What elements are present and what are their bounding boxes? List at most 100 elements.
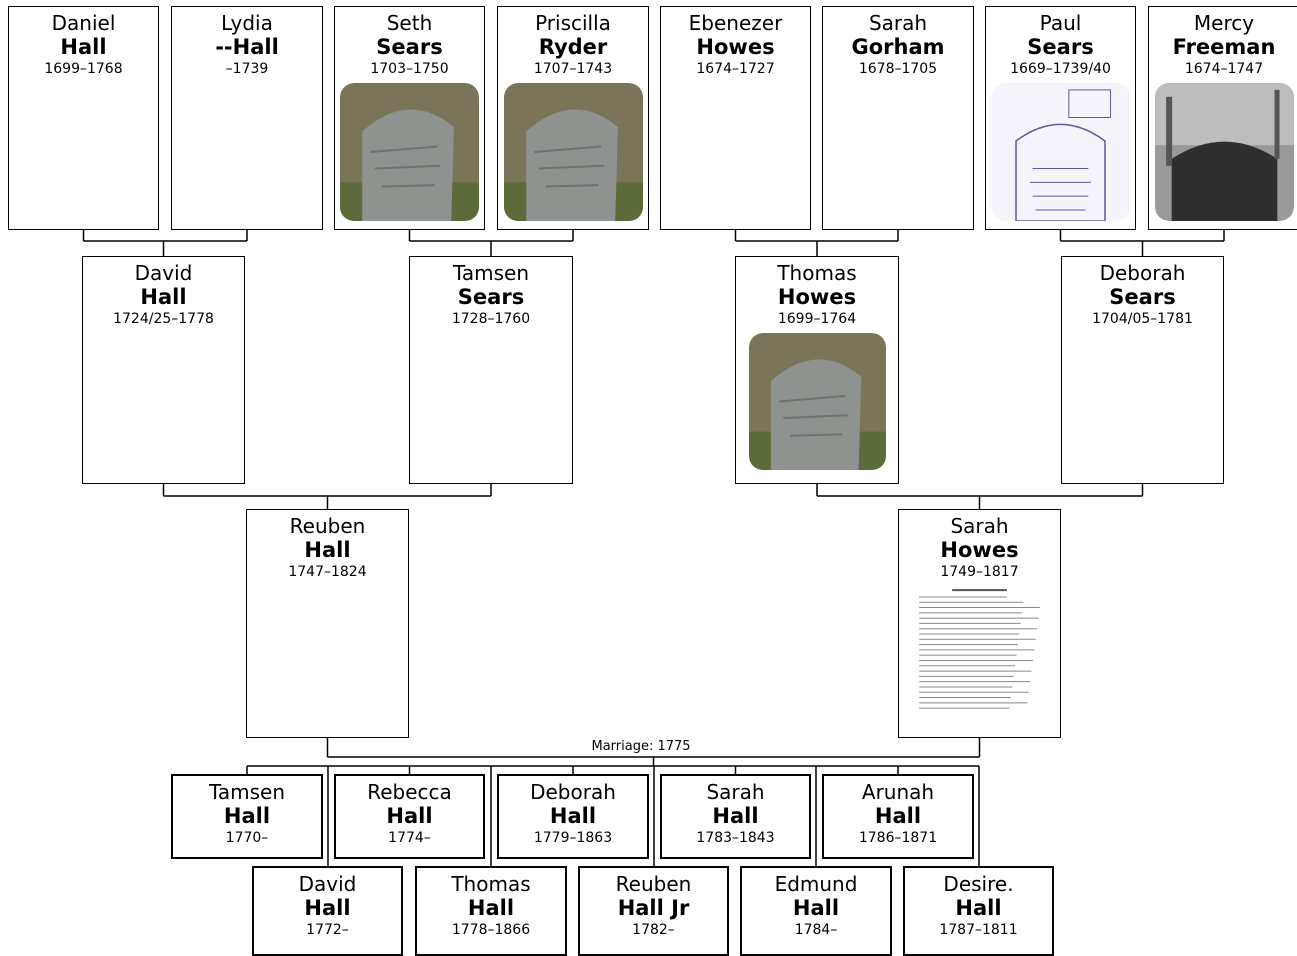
- person-box-desire-hall[interactable]: Desire.Hall 1787–1811: [903, 866, 1054, 956]
- surname: Freeman: [1172, 35, 1276, 59]
- life-dates: 1674–1727: [696, 61, 775, 77]
- surname: Sears: [457, 285, 525, 309]
- surname: --Hall: [215, 35, 279, 59]
- life-dates: 1749–1817: [940, 564, 1019, 580]
- given-name: Reuben: [289, 514, 366, 538]
- life-dates: 1704/05–1781: [1092, 311, 1193, 327]
- surname: Hall: [60, 35, 107, 59]
- surname: Howes: [696, 35, 775, 59]
- surname: Hall: [792, 896, 840, 920]
- surname: Sears: [1027, 35, 1094, 59]
- surname: Gorham: [851, 35, 945, 59]
- given-name: Lydia: [221, 11, 273, 35]
- life-dates: 1699–1764: [777, 311, 857, 327]
- life-dates: 1728–1760: [451, 311, 531, 327]
- life-dates: 1774–: [388, 830, 431, 846]
- life-dates: 1779–1863: [533, 830, 613, 846]
- surname: Hall: [874, 804, 922, 828]
- surname: Hall: [304, 538, 351, 562]
- given-name: David: [134, 261, 193, 285]
- surname: Howes: [777, 285, 857, 309]
- given-name: Ebenezer: [688, 11, 783, 35]
- life-dates: 1782–: [632, 922, 675, 938]
- marriage-label: Marriage: 1775: [589, 739, 693, 754]
- life-dates: 1770–: [225, 830, 269, 846]
- gravestone-photo-image: [748, 333, 886, 470]
- life-dates: 1786–1871: [858, 830, 938, 846]
- surname: Howes: [940, 538, 1019, 562]
- life-dates: 1678–1705: [858, 61, 938, 77]
- surname: Sears: [376, 35, 443, 59]
- surname: Sears: [1109, 285, 1176, 309]
- gravestone-photo-bw-image: [1154, 83, 1294, 221]
- life-dates: 1784–: [794, 922, 838, 938]
- given-name: Paul: [1039, 11, 1082, 35]
- surname: Hall: [712, 804, 759, 828]
- surname: Hall: [467, 896, 515, 920]
- given-name: Thomas: [451, 872, 531, 896]
- given-name: Priscilla: [535, 11, 611, 35]
- given-name: Mercy: [1193, 11, 1255, 35]
- life-dates: 1707–1743: [533, 61, 613, 77]
- life-dates: 1703–1750: [370, 61, 449, 77]
- given-name: Reuben: [615, 872, 692, 896]
- surname: Hall: [140, 285, 187, 309]
- given-name: Arunah: [861, 780, 935, 804]
- life-dates: 1783–1843: [696, 830, 775, 846]
- given-name: David: [298, 872, 357, 896]
- surname: Hall Jr: [617, 896, 690, 920]
- surname: Hall: [223, 804, 271, 828]
- given-name: Tamsen: [208, 780, 286, 804]
- life-dates: 1787–1811: [939, 922, 1018, 938]
- life-dates: 1669–1739/40: [1010, 61, 1111, 77]
- surname: Hall: [955, 896, 1002, 920]
- life-dates: –1739: [225, 61, 269, 77]
- gravestone-sketch-image: [991, 83, 1130, 221]
- life-dates: 1724/25–1778: [113, 311, 214, 327]
- gravestone-photo-image: [340, 83, 479, 221]
- surname: Hall: [304, 896, 351, 920]
- given-name: Sarah: [950, 514, 1009, 538]
- life-dates: 1674–1747: [1184, 61, 1264, 77]
- given-name: Sarah: [868, 11, 928, 35]
- given-name: Tamsen: [452, 261, 530, 285]
- surname: Hall: [386, 804, 433, 828]
- given-name: Edmund: [774, 872, 858, 896]
- given-name: Daniel: [51, 11, 116, 35]
- gravestone-photo-image: [503, 83, 643, 221]
- given-name: Thomas: [777, 261, 857, 285]
- given-name: Deborah: [1099, 261, 1186, 285]
- given-name: Desire.: [943, 872, 1014, 896]
- life-dates: 1772–: [306, 922, 349, 938]
- document-scan-image: [911, 586, 1048, 723]
- given-name: Seth: [386, 11, 433, 35]
- given-name: Rebecca: [367, 780, 452, 804]
- surname: Hall: [549, 804, 597, 828]
- given-name: Sarah: [706, 780, 765, 804]
- given-name: Deborah: [530, 780, 616, 804]
- person-box-lydia-hall[interactable]: Lydia--Hall –1739: [171, 6, 323, 230]
